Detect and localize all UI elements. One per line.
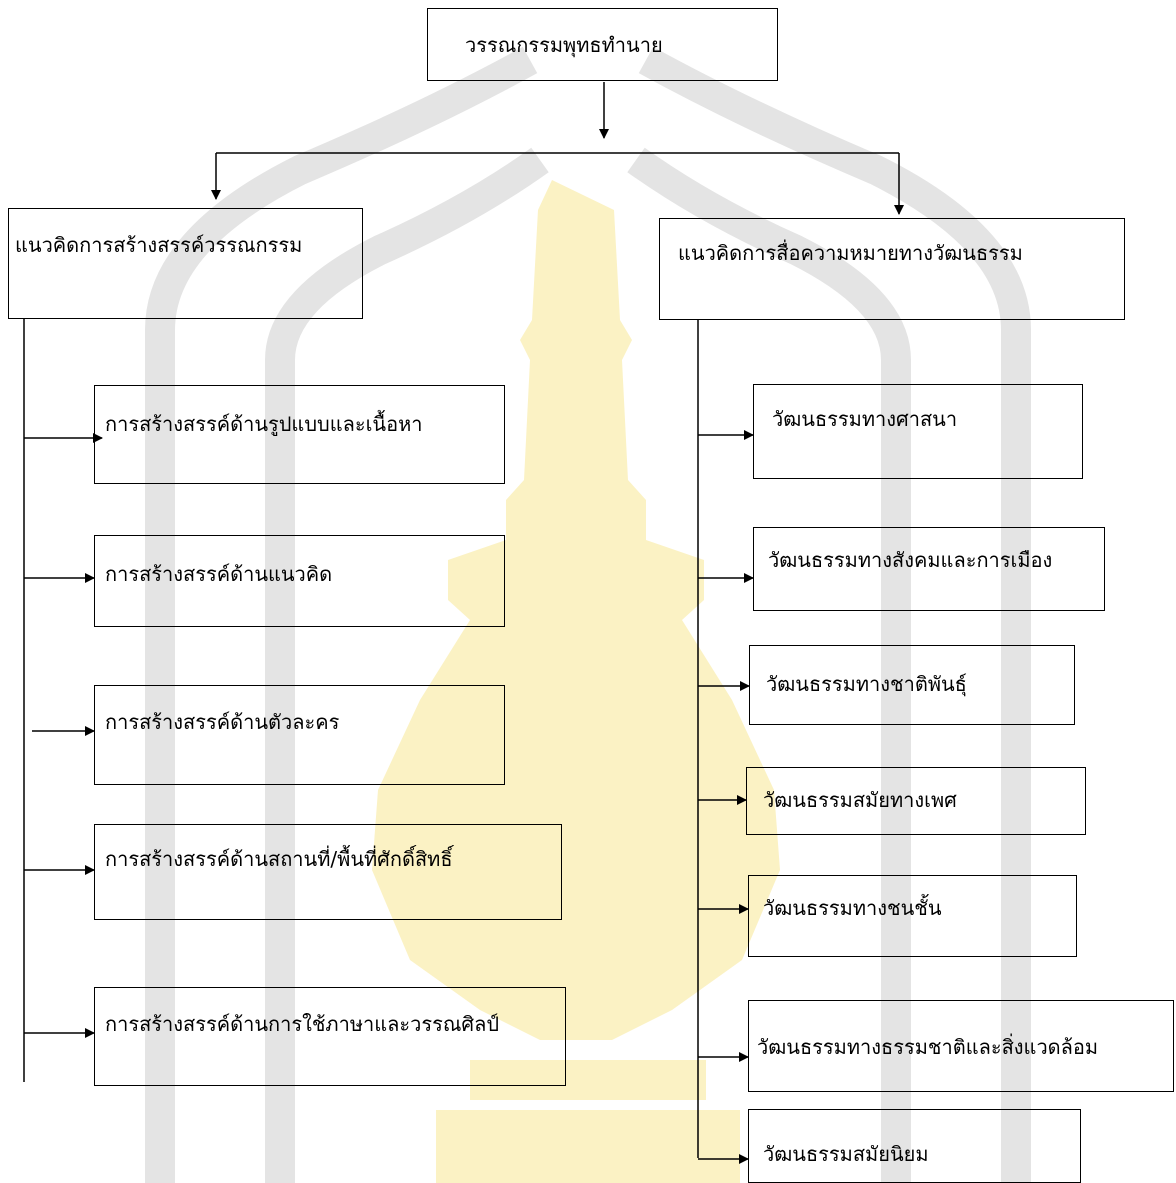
right-item-box-4: วัฒนธรรมสมัยทางเพศ: [746, 767, 1086, 835]
left-item-label-5: การสร้างสรรค์ด้านการใช้ภาษาและวรรณศิลป์: [105, 1012, 500, 1036]
right-item-label-7: วัฒนธรรมสมัยนิยม: [763, 1142, 929, 1166]
left-item-label-3: การสร้างสรรค์ด้านตัวละคร: [105, 710, 340, 734]
left-item-box-2: การสร้างสรรค์ด้านแนวคิด: [94, 535, 505, 627]
left-item-box-4: การสร้างสรรค์ด้านสถานที่/พื้นที่ศักดิ์สิ…: [94, 824, 562, 920]
right-item-label-2: วัฒนธรรมทางสังคมและการเมือง: [768, 548, 1053, 572]
right-item-label-3: วัฒนธรรมทางชาติพันธุ์: [766, 672, 967, 696]
right-item-label-6: วัฒนธรรมทางธรรมชาติและสิ่งแวดล้อม: [757, 1035, 1099, 1059]
right-item-label-5: วัฒนธรรมทางชนชั้น: [763, 896, 942, 920]
left-item-box-5: การสร้างสรรค์ด้านการใช้ภาษาและวรรณศิลป์: [94, 987, 566, 1086]
right-item-box-6: วัฒนธรรมทางธรรมชาติและสิ่งแวดล้อม: [748, 1000, 1174, 1092]
right-item-box-7: วัฒนธรรมสมัยนิยม: [748, 1109, 1081, 1183]
left-item-box-3: การสร้างสรรค์ด้านตัวละคร: [94, 685, 505, 785]
left-item-box-1: การสร้างสรรค์ด้านรูปแบบและเนื้อหา: [94, 385, 505, 484]
right-item-box-3: วัฒนธรรมทางชาติพันธุ์: [749, 645, 1075, 725]
right-branch-box: แนวคิดการสื่อความหมายทางวัฒนธรรม: [659, 218, 1125, 320]
left-branch-label: แนวคิดการสร้างสรรค์วรรณกรรม: [15, 233, 303, 257]
right-item-box-2: วัฒนธรรมทางสังคมและการเมือง: [753, 527, 1105, 611]
right-item-box-5: วัฒนธรรมทางชนชั้น: [748, 875, 1077, 957]
left-item-label-4: การสร้างสรรค์ด้านสถานที่/พื้นที่ศักดิ์สิ…: [105, 847, 453, 871]
left-item-label-2: การสร้างสรรค์ด้านแนวคิด: [105, 562, 333, 586]
right-branch-label: แนวคิดการสื่อความหมายทางวัฒนธรรม: [678, 241, 1023, 265]
left-item-label-1: การสร้างสรรค์ด้านรูปแบบและเนื้อหา: [105, 412, 423, 436]
right-item-label-4: วัฒนธรรมสมัยทางเพศ: [763, 788, 957, 812]
left-branch-box: แนวคิดการสร้างสรรค์วรรณกรรม: [8, 208, 363, 319]
root-node-label: วรรณกรรมพุทธทำนาย: [465, 33, 663, 57]
right-item-label-1: วัฒนธรรมทางศาสนา: [772, 407, 958, 431]
right-item-box-1: วัฒนธรรมทางศาสนา: [753, 384, 1083, 479]
root-node-box: วรรณกรรมพุทธทำนาย: [427, 8, 778, 81]
